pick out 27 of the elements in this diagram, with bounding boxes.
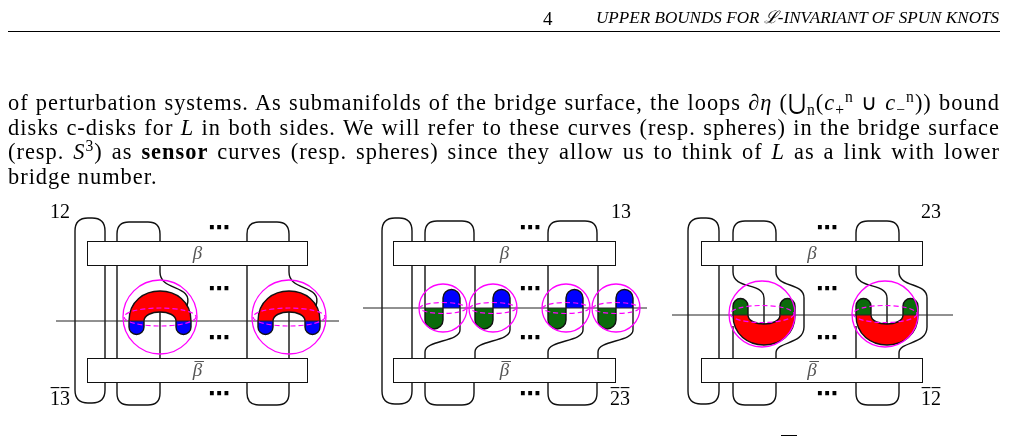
bridge-index-label: 1̅2̅ xyxy=(920,387,942,410)
section-number: 4 xyxy=(543,9,553,28)
bridge-box: β̅ xyxy=(87,358,308,383)
ellipsis: ⋯ xyxy=(519,327,541,349)
ellipsis: ⋯ xyxy=(208,278,230,300)
ellipsis: ⋯ xyxy=(208,327,230,349)
running-header: UPPER BOUNDS FOR ℒ-INVARIANT OF SPUN KNOTS xyxy=(596,9,1000,27)
bridge-box: β xyxy=(701,241,923,266)
body-paragraph: of perturbation systems. As submanifolds of the bridge surface, the loops ∂η (⋃$_{n}$(c$_{+}$$^{n}$ ∪ c$_{−}$$^{n}$)) bound disks c-disks for L in both sides. We will refer to these curves (resp. spheres) in the bridge surface (resp. S$^{3}$) as sensor curves (resp. spheres) since they allow us to think of L as a link with lower bridge number. xyxy=(8,91,1000,190)
bridge-box: β̅ xyxy=(393,358,616,383)
ellipsis: ⋯ xyxy=(519,217,541,239)
bridge-box: β xyxy=(87,241,308,266)
ellipsis: ⋯ xyxy=(816,383,838,405)
bridge-box: β̅ xyxy=(701,358,923,383)
ellipsis: ⋯ xyxy=(816,327,838,349)
ellipsis: ⋯ xyxy=(208,217,230,239)
bridge-index-label: 23 xyxy=(920,200,942,223)
bridge-index-label: 13 xyxy=(610,200,632,223)
bridge-box: β xyxy=(393,241,616,266)
bridge-index-label: 12 xyxy=(49,200,71,223)
ellipsis: ⋯ xyxy=(519,383,541,405)
ellipsis: ⋯ xyxy=(816,278,838,300)
ellipsis: ⋯ xyxy=(519,278,541,300)
bridge-index-label: 2̅3̅ xyxy=(609,387,631,410)
bridge-index-label: 1̅3̅ xyxy=(49,387,71,410)
ellipsis: ⋯ xyxy=(208,383,230,405)
ellipsis: ⋯ xyxy=(816,217,838,239)
